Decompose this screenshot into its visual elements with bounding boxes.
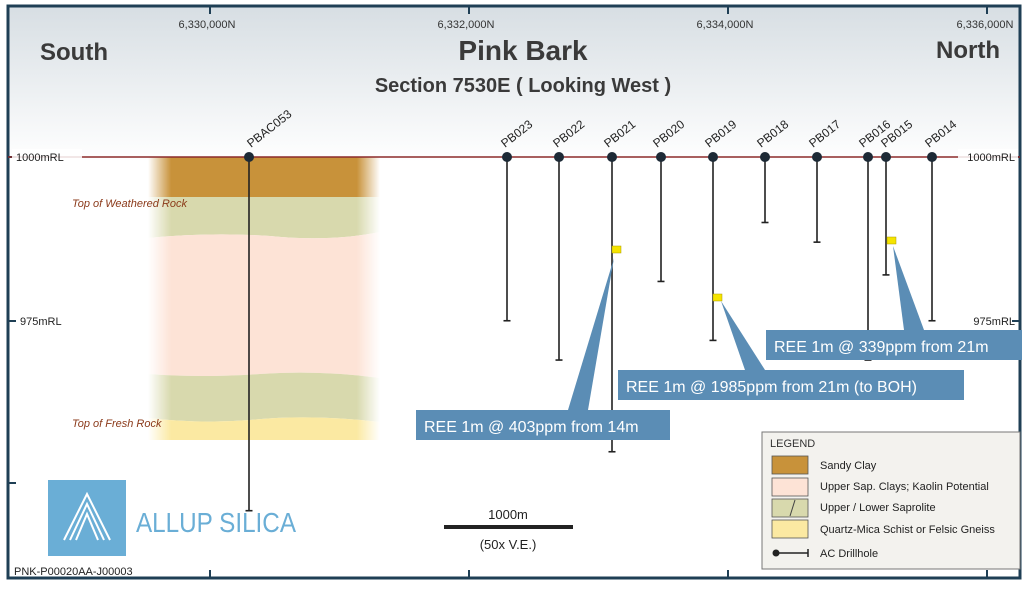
drillhole-collar — [708, 152, 718, 162]
scale-bar: 1000m (50x V.E.) — [444, 507, 573, 552]
drillhole-collar — [554, 152, 564, 162]
rl-975-left: 975mRL — [20, 316, 62, 328]
callout-box — [416, 410, 670, 440]
legend-label: Quartz-Mica Schist or Felsic Gneiss — [820, 524, 995, 536]
section-subtitle: Section 7530E ( Looking West ) — [375, 75, 671, 97]
scale-label: 1000m — [488, 507, 528, 522]
legend-label: Upper / Lower Saprolite — [820, 502, 936, 514]
quartz-mica-layer — [148, 417, 380, 440]
legend-swatch-sandy-clay — [771, 455, 809, 475]
callout-pointer — [721, 301, 765, 370]
callout-text: REE 1m @ 1985ppm from 21m (to BOH) — [626, 379, 917, 396]
logo-mountain-icon — [75, 511, 99, 541]
drillhole-collar — [607, 152, 617, 162]
legend-swatch-saprolite — [771, 498, 809, 518]
legend-drillhole-collar — [772, 549, 780, 557]
logo-mountain-icon — [63, 491, 111, 541]
drillhole-collar — [927, 152, 937, 162]
company-logo: ALLUP SILICA — [48, 480, 296, 556]
rl-1000-right: 1000mRL — [967, 152, 1015, 164]
section-title: Pink Bark — [458, 35, 588, 66]
assay-marker-pb015 — [886, 236, 897, 245]
north-label: North — [936, 37, 1000, 64]
callout-pointer — [893, 246, 924, 330]
northing-label: 6,334,000N — [697, 19, 754, 31]
rl-label-bg — [958, 149, 1018, 165]
legend-label: Upper Sap. Clays; Kaolin Potential — [820, 481, 989, 493]
callout-403: REE 1m @ 403ppm from 14m — [416, 258, 670, 440]
upper-sap-clay-layer — [148, 232, 380, 378]
northing-label: 6,330,000N — [179, 19, 236, 31]
sandy-clay-layer — [148, 157, 380, 197]
callout-text: REE 1m @ 339ppm from 21m — [774, 339, 989, 356]
drillhole-collar — [502, 152, 512, 162]
drillhole-collar — [244, 152, 254, 162]
legend: LEGEND Sandy Clay Upper Sap. Clays; Kaol… — [761, 431, 1021, 570]
legend-swatch-slash — [789, 499, 796, 517]
frame-border — [6, 4, 1022, 580]
vertical-exaggeration: (50x V.E.) — [480, 537, 537, 552]
callout-pointer — [568, 258, 614, 410]
geology-column — [148, 157, 380, 440]
rl-975-right: 975mRL — [973, 316, 1015, 328]
callout-339: REE 1m @ 339ppm from 21m — [766, 246, 1022, 360]
rl-label-bg — [12, 149, 82, 165]
callout-text: REE 1m @ 403ppm from 14m — [424, 419, 639, 436]
logo-mountain-icon — [69, 501, 105, 541]
drillhole-collar — [656, 152, 666, 162]
logo-text: ALLUP SILICA — [136, 507, 296, 538]
legend-label: Sandy Clay — [820, 460, 877, 472]
drillhole-collar — [760, 152, 770, 162]
legend-label: AC Drillhole — [820, 548, 878, 560]
fresh-rock-label: Top of Fresh Rock — [72, 418, 162, 430]
saprolite-layer-lower — [148, 372, 380, 422]
northing-label: 6,336,000N — [957, 19, 1014, 31]
callout-box — [766, 330, 1022, 360]
legend-swatch-upper-sap — [771, 477, 809, 497]
drillhole-collar — [812, 152, 822, 162]
drillhole-collar — [881, 152, 891, 162]
callout-box — [618, 370, 964, 400]
legend-swatch-quartz-mica — [771, 519, 809, 539]
assay-marker-pb019 — [712, 293, 723, 302]
callout-1985: REE 1m @ 1985ppm from 21m (to BOH) — [618, 301, 964, 400]
northing-label: 6,332,000N — [438, 19, 495, 31]
weathered-rock-label: Top of Weathered Rock — [72, 198, 187, 210]
logo-mark — [48, 480, 126, 556]
sky-band — [8, 6, 1020, 162]
assay-marker-pb021 — [611, 245, 622, 254]
legend-title: LEGEND — [770, 438, 815, 450]
saprolite-layer-upper — [148, 197, 380, 239]
legend-box — [761, 431, 1021, 570]
south-label: South — [40, 39, 108, 66]
rl-1000-left: 1000mRL — [16, 152, 64, 164]
drawing-code: PNK-P00020AA-J00003 — [14, 566, 133, 578]
drillhole-collar — [863, 152, 873, 162]
